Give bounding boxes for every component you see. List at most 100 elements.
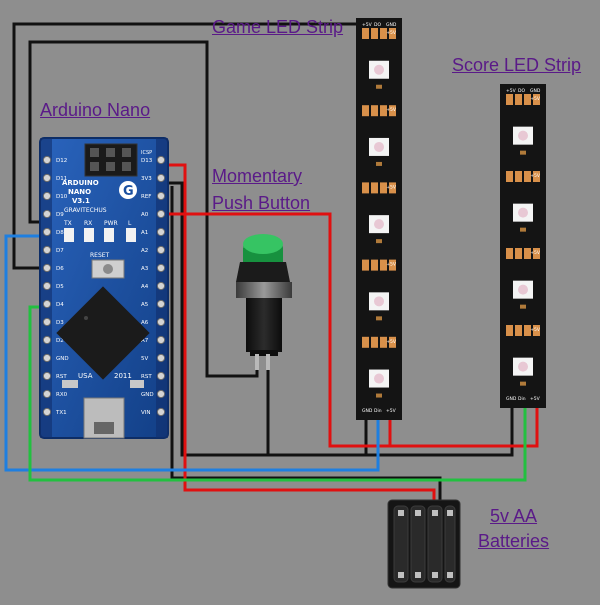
left-pin bbox=[42, 353, 52, 363]
reset-label: RESET bbox=[90, 252, 110, 259]
right-pin-label: A2 bbox=[141, 248, 148, 254]
pad-label: +5V bbox=[386, 184, 397, 190]
wire-black-ground-bus bbox=[168, 181, 514, 457]
right-pin bbox=[156, 371, 166, 381]
copper-pad bbox=[380, 336, 387, 348]
board-version: V3.1 bbox=[72, 197, 90, 205]
right-pin bbox=[156, 353, 166, 363]
right-pin-label: A0 bbox=[141, 212, 149, 218]
strip-capacitor bbox=[376, 393, 382, 398]
right-pin-label: GND bbox=[141, 392, 154, 398]
left-pin-label: D12 bbox=[56, 158, 67, 164]
right-pin-label: VIN bbox=[141, 410, 151, 416]
strip-capacitor bbox=[520, 150, 526, 155]
button-base bbox=[250, 350, 278, 356]
strip-end-label: Din bbox=[374, 408, 382, 414]
left-pin-label: GND bbox=[56, 356, 69, 362]
copper-pad bbox=[524, 248, 531, 259]
right-pin-label: A3 bbox=[141, 266, 149, 272]
right-pin-label: A1 bbox=[141, 230, 148, 236]
copper-pad bbox=[515, 94, 522, 105]
led-label: RX bbox=[84, 220, 92, 227]
left-pin-label: D6 bbox=[56, 266, 64, 272]
copper-pad bbox=[380, 105, 387, 117]
strip-start-label: DO bbox=[518, 88, 525, 94]
left-pin-label: D3 bbox=[56, 320, 64, 326]
right-pin-label: 3V3 bbox=[141, 176, 152, 182]
copper-pad bbox=[506, 325, 513, 336]
pad-label: +5V bbox=[530, 96, 541, 102]
board-brand: GRAVITECHUS bbox=[64, 207, 107, 214]
made-in-label: USA bbox=[78, 372, 93, 380]
copper-pad bbox=[533, 248, 540, 259]
usb-opening bbox=[94, 422, 114, 434]
wire-red-vin bbox=[168, 163, 436, 500]
button-cap-top[interactable] bbox=[243, 234, 283, 254]
copper-pad bbox=[389, 28, 396, 39]
right-pin bbox=[156, 281, 166, 291]
button-collar bbox=[236, 262, 290, 282]
wire-black-game-gnd bbox=[12, 22, 361, 270]
strip-start-label: GND bbox=[386, 22, 397, 28]
battery-pack bbox=[387, 499, 461, 589]
copper-pad bbox=[362, 182, 369, 194]
left-pin bbox=[42, 209, 52, 219]
battery-label-line1: 5v AA bbox=[490, 506, 538, 526]
right-pin bbox=[156, 209, 166, 219]
led-die bbox=[518, 284, 528, 295]
strip-end-label: +5V bbox=[386, 408, 397, 414]
led-die bbox=[374, 373, 384, 384]
left-pin-label: D10 bbox=[56, 194, 68, 200]
strip-start-label: +5V bbox=[506, 88, 517, 94]
led-label: L bbox=[128, 220, 132, 227]
copper-pad bbox=[389, 259, 396, 271]
copper-pad bbox=[515, 248, 522, 259]
strip-capacitor bbox=[376, 316, 382, 321]
strip-end-label: GND bbox=[362, 408, 373, 414]
wires bbox=[4, 22, 539, 500]
right-pin-label: 5V bbox=[141, 356, 148, 362]
right-pin bbox=[156, 227, 166, 237]
strip-capacitor bbox=[376, 161, 382, 166]
copper-pad bbox=[524, 171, 531, 182]
left-pin bbox=[42, 371, 52, 381]
copper-pad bbox=[533, 94, 540, 105]
copper-pad bbox=[389, 182, 396, 194]
strip-end-label: GND bbox=[506, 396, 517, 402]
capacitor bbox=[130, 380, 144, 388]
left-pin bbox=[42, 263, 52, 273]
left-pin-label: D4 bbox=[56, 302, 64, 308]
copper-pad bbox=[506, 94, 513, 105]
pad-label: +5V bbox=[386, 262, 397, 268]
left-pin-label: D9 bbox=[56, 212, 64, 218]
right-pin-label: A5 bbox=[141, 302, 149, 308]
right-pin bbox=[156, 245, 166, 255]
button-nut bbox=[236, 282, 292, 298]
copper-pad bbox=[362, 105, 369, 117]
copper-pad bbox=[362, 259, 369, 271]
left-pin bbox=[42, 317, 52, 327]
right-pin bbox=[156, 389, 166, 399]
copper-pad bbox=[389, 105, 396, 117]
left-pin bbox=[42, 227, 52, 237]
battery-springs bbox=[398, 510, 453, 578]
button-leg-right bbox=[266, 354, 270, 370]
left-pin-label: RX0 bbox=[56, 392, 68, 398]
right-pin-label: A6 bbox=[141, 320, 149, 326]
copper-pad bbox=[362, 336, 369, 348]
left-pin-label: D5 bbox=[56, 284, 64, 290]
right-pin bbox=[156, 155, 166, 165]
momentary-push-button[interactable] bbox=[236, 234, 292, 370]
strip-end-label: Din bbox=[518, 396, 526, 402]
right-pin-label: D13 bbox=[141, 158, 153, 164]
copper-pad bbox=[380, 182, 387, 194]
button-label-line2: Push Button bbox=[212, 193, 311, 213]
left-pin bbox=[42, 245, 52, 255]
strip-start-label: GND bbox=[530, 88, 541, 94]
led-die bbox=[374, 296, 384, 307]
reset-button-cap[interactable] bbox=[103, 264, 113, 274]
wire-black-button-to-nano bbox=[28, 40, 259, 378]
copper-pad bbox=[533, 325, 540, 336]
